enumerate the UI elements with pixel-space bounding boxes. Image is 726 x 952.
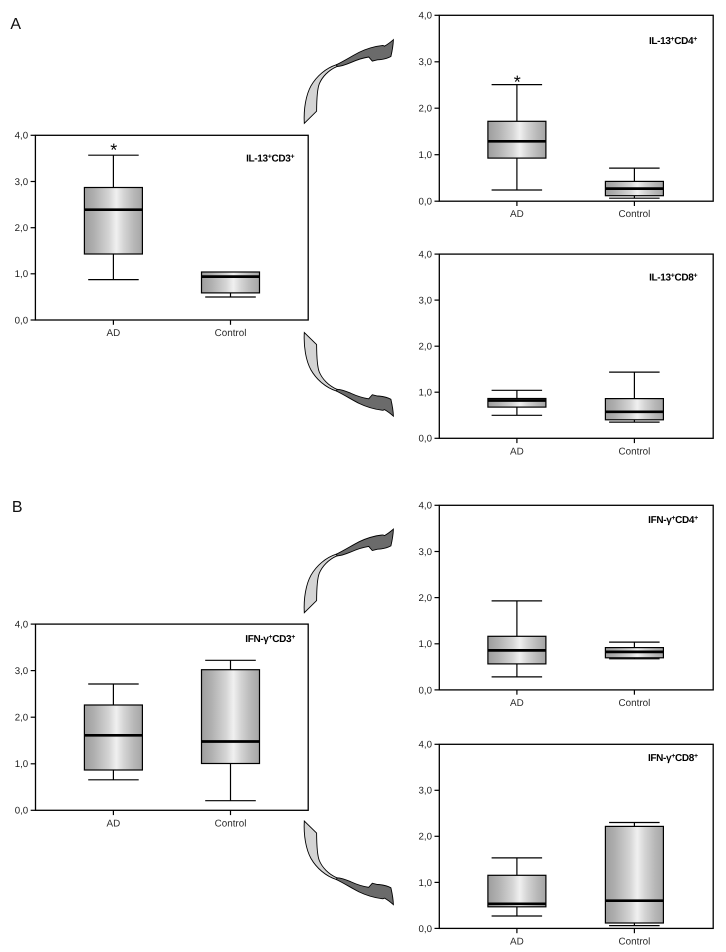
svg-text:0,0: 0,0 [419, 924, 433, 935]
svg-text:2,0: 2,0 [15, 223, 29, 234]
svg-text:1,0: 1,0 [419, 639, 433, 650]
svg-text:2,0: 2,0 [419, 342, 433, 353]
svg-text:AD: AD [510, 446, 524, 457]
svg-text:1,0: 1,0 [15, 269, 29, 280]
svg-text:4,0: 4,0 [419, 501, 433, 512]
svg-text:1,0: 1,0 [419, 150, 433, 161]
svg-text:4,0: 4,0 [419, 11, 433, 22]
svg-text:IFN-γ+CD3+: IFN-γ+CD3+ [245, 634, 295, 645]
svg-text:3,0: 3,0 [15, 666, 29, 677]
svg-text:A: A [10, 16, 21, 33]
svg-text:2,0: 2,0 [419, 593, 433, 604]
svg-text:3,0: 3,0 [419, 547, 433, 558]
svg-text:2,0: 2,0 [419, 104, 433, 115]
svg-text:Control: Control [618, 209, 650, 220]
svg-text:*: * [110, 140, 117, 160]
svg-text:0,0: 0,0 [15, 806, 29, 817]
svg-text:IFN-γ+CD8+: IFN-γ+CD8+ [648, 753, 698, 764]
svg-text:4,0: 4,0 [15, 620, 29, 631]
svg-text:Control: Control [618, 446, 650, 457]
svg-text:4,0: 4,0 [419, 250, 433, 261]
svg-text:AD: AD [107, 818, 121, 829]
svg-text:Control: Control [618, 698, 650, 709]
svg-text:B: B [12, 499, 23, 516]
svg-text:1,0: 1,0 [419, 878, 433, 889]
svg-text:0,0: 0,0 [419, 197, 433, 208]
svg-text:IL-13+CD8+: IL-13+CD8+ [649, 273, 697, 284]
svg-text:4,0: 4,0 [15, 131, 29, 142]
svg-text:*: * [514, 72, 521, 92]
svg-text:IFN-γ+CD4+: IFN-γ+CD4+ [648, 515, 698, 526]
svg-text:IL-13+CD3+: IL-13+CD3+ [246, 154, 294, 165]
svg-text:3,0: 3,0 [419, 296, 433, 307]
svg-text:3,0: 3,0 [419, 57, 433, 68]
svg-text:4,0: 4,0 [419, 740, 433, 751]
svg-text:0,0: 0,0 [419, 685, 433, 696]
svg-text:AD: AD [510, 936, 524, 947]
svg-text:Control: Control [618, 936, 650, 947]
svg-text:AD: AD [510, 698, 524, 709]
svg-text:AD: AD [107, 328, 121, 339]
svg-text:0,0: 0,0 [15, 315, 29, 326]
svg-text:2,0: 2,0 [15, 713, 29, 724]
svg-text:2,0: 2,0 [419, 832, 433, 843]
svg-text:1,0: 1,0 [419, 388, 433, 399]
svg-text:Control: Control [215, 818, 247, 829]
svg-text:AD: AD [510, 209, 524, 220]
svg-text:Control: Control [215, 328, 247, 339]
svg-text:IL-13+CD4+: IL-13+CD4+ [649, 36, 697, 47]
svg-text:1,0: 1,0 [15, 759, 29, 770]
svg-text:0,0: 0,0 [419, 434, 433, 445]
svg-text:3,0: 3,0 [419, 786, 433, 797]
svg-text:3,0: 3,0 [15, 177, 29, 188]
